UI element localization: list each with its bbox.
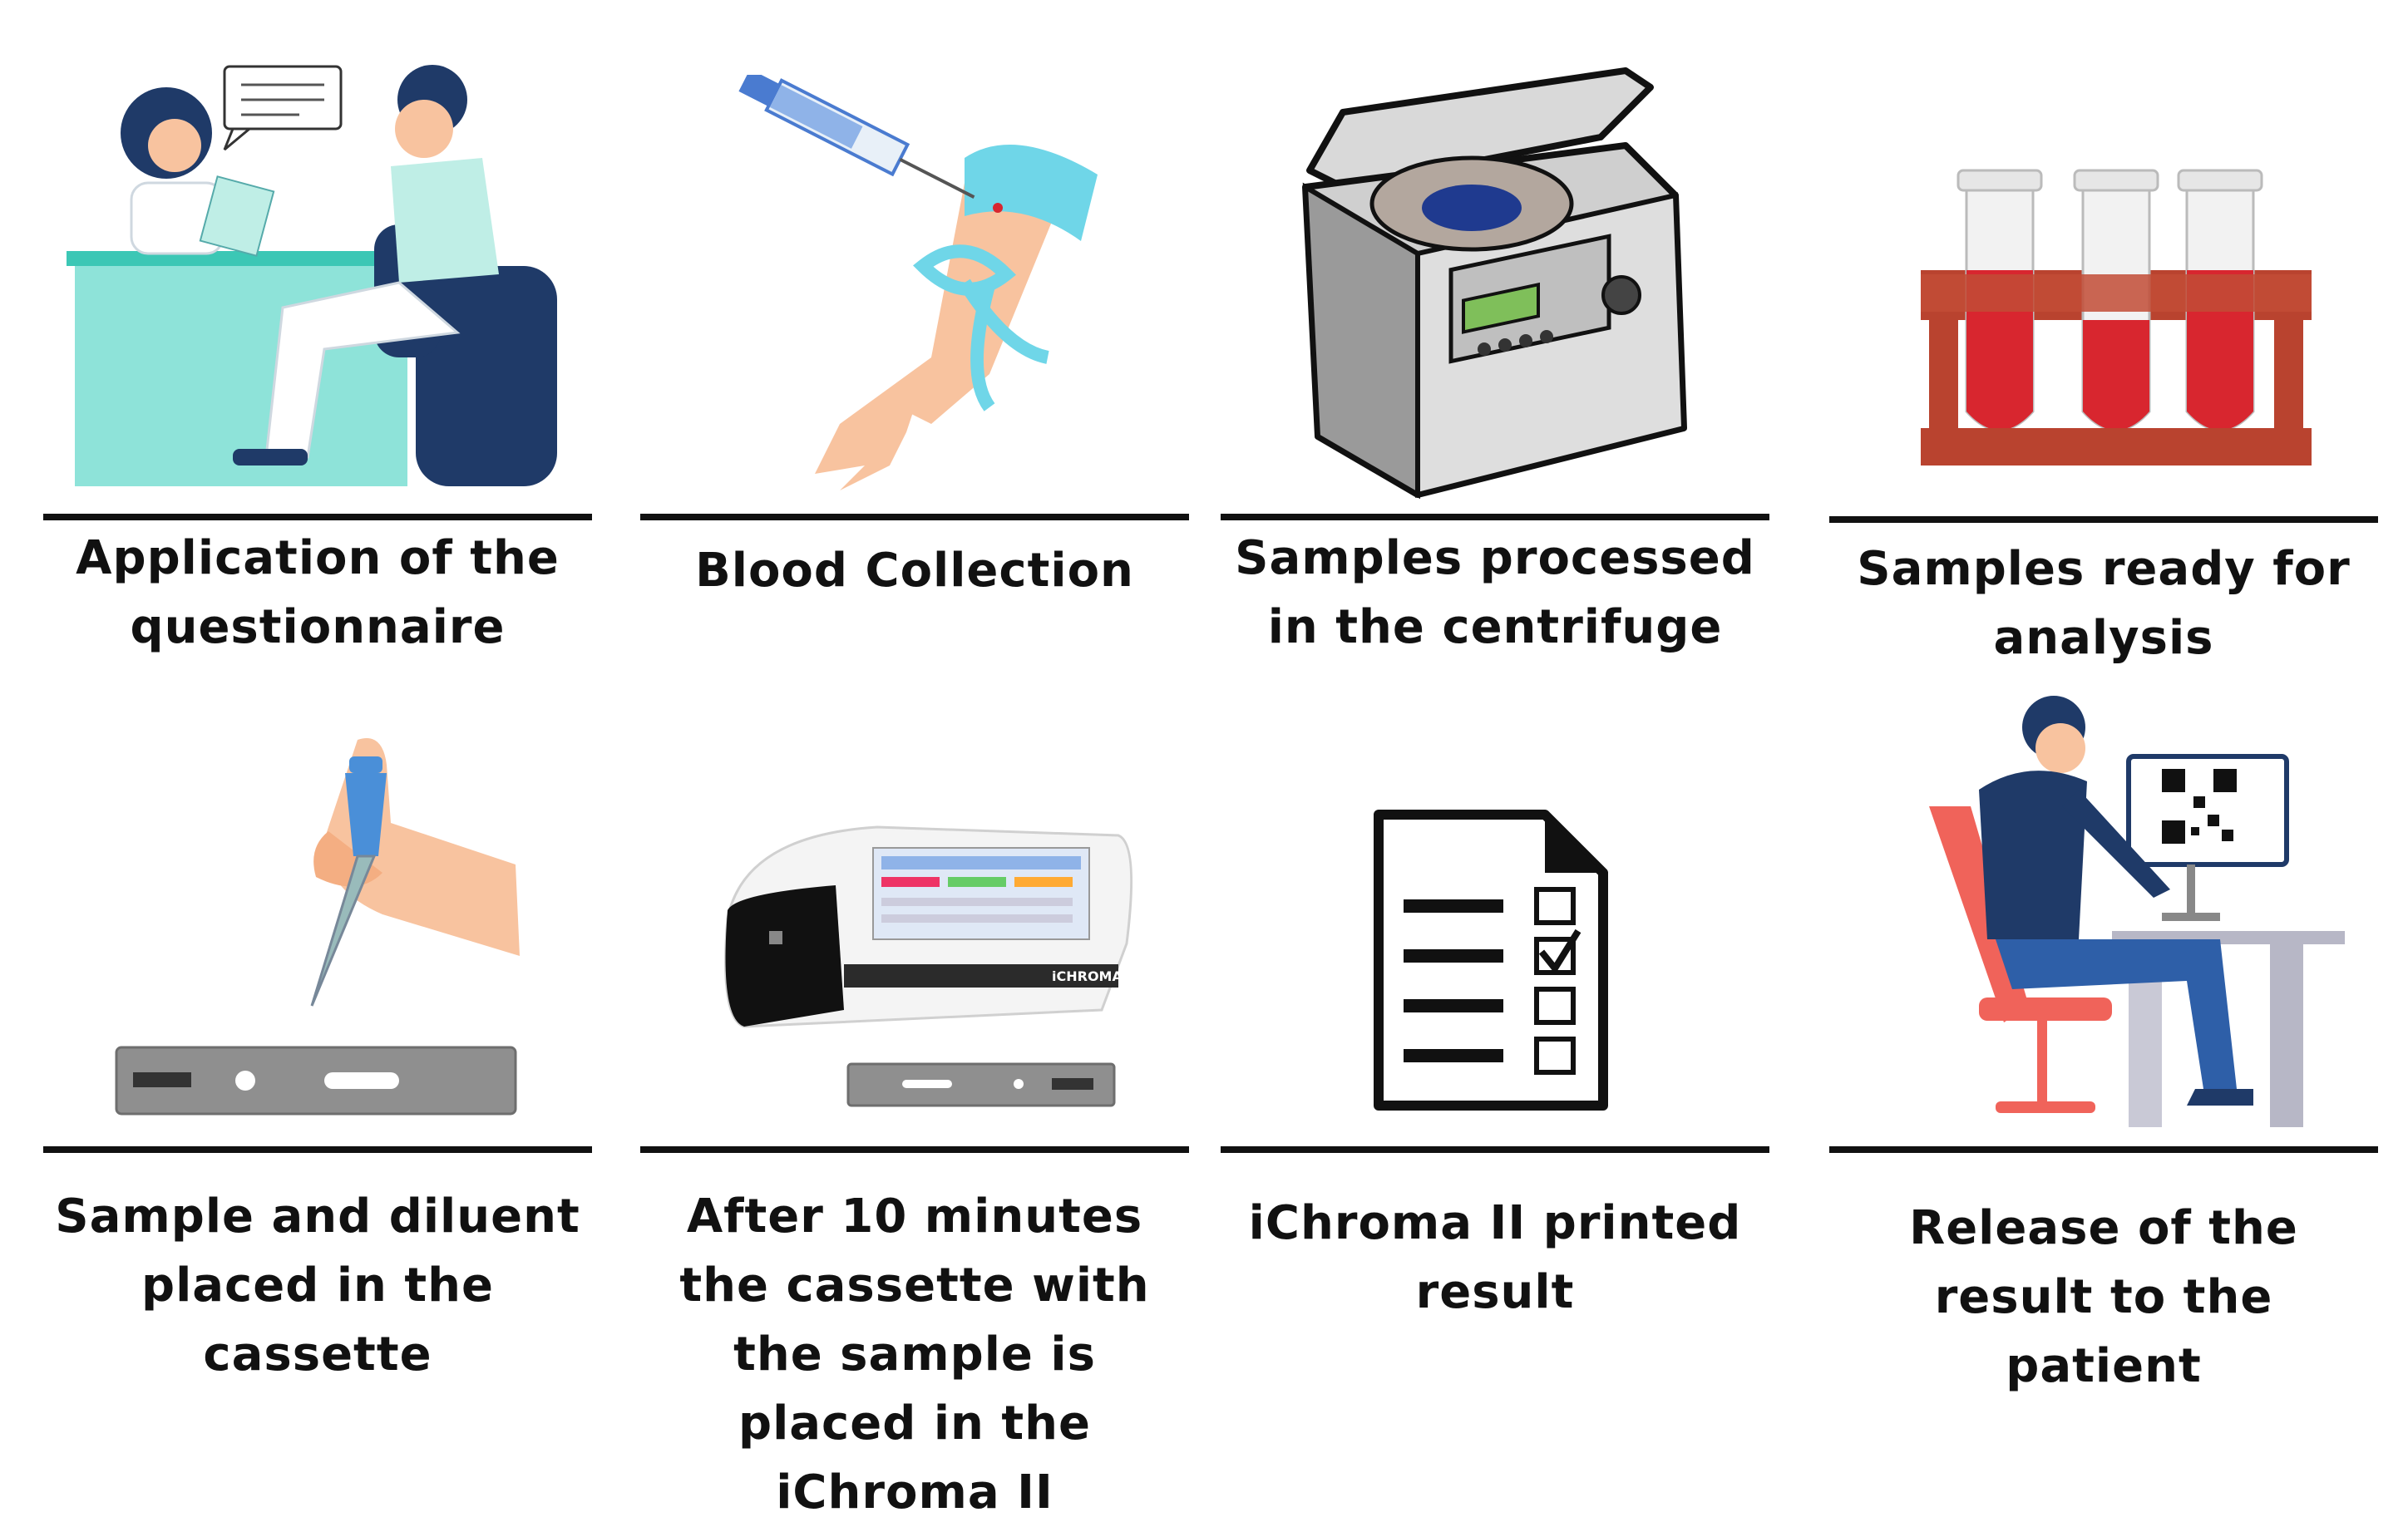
divider-line <box>43 514 592 520</box>
checklist-document-icon <box>1370 806 1611 1114</box>
step-caption: Release of the result to the patient <box>1909 1201 2298 1393</box>
blood-tubes-rack-icon <box>1912 162 2320 478</box>
pipette-cassette-icon <box>108 731 524 1122</box>
step-caption: iChroma II printed result <box>1248 1196 1742 1319</box>
step-caption: After 10 minutes the cassette with the s… <box>679 1190 1150 1520</box>
divider-line <box>640 514 1189 520</box>
divider-line <box>1829 516 2378 523</box>
step-caption: Application of the questionnaire <box>76 531 560 654</box>
syringe-arm-tourniquet-icon <box>715 75 1114 490</box>
divider-line <box>1221 514 1769 520</box>
step-caption: Sample and diluent placed in the cassett… <box>55 1190 580 1382</box>
ichroma-analyzer-icon: iCHROMA II <box>711 819 1143 1118</box>
divider-line <box>1221 1146 1769 1153</box>
divider-line <box>1829 1146 2378 1153</box>
divider-line <box>43 1146 592 1153</box>
doctor-patient-consultation-icon <box>67 58 565 490</box>
divider-line <box>640 1146 1189 1153</box>
device-brand-label: iCHROMA II <box>1052 968 1137 984</box>
step-caption: Blood Collection <box>695 544 1134 598</box>
step-caption: Samples ready for analysis <box>1857 542 2351 665</box>
person-at-computer-qr-icon <box>1921 690 2345 1130</box>
centrifuge-icon <box>1293 62 1692 503</box>
step-caption: Samples processed in the centrifuge <box>1235 531 1755 654</box>
lab-workflow-diagram: Application of the questionnaire Blood C… <box>43 58 2378 1520</box>
